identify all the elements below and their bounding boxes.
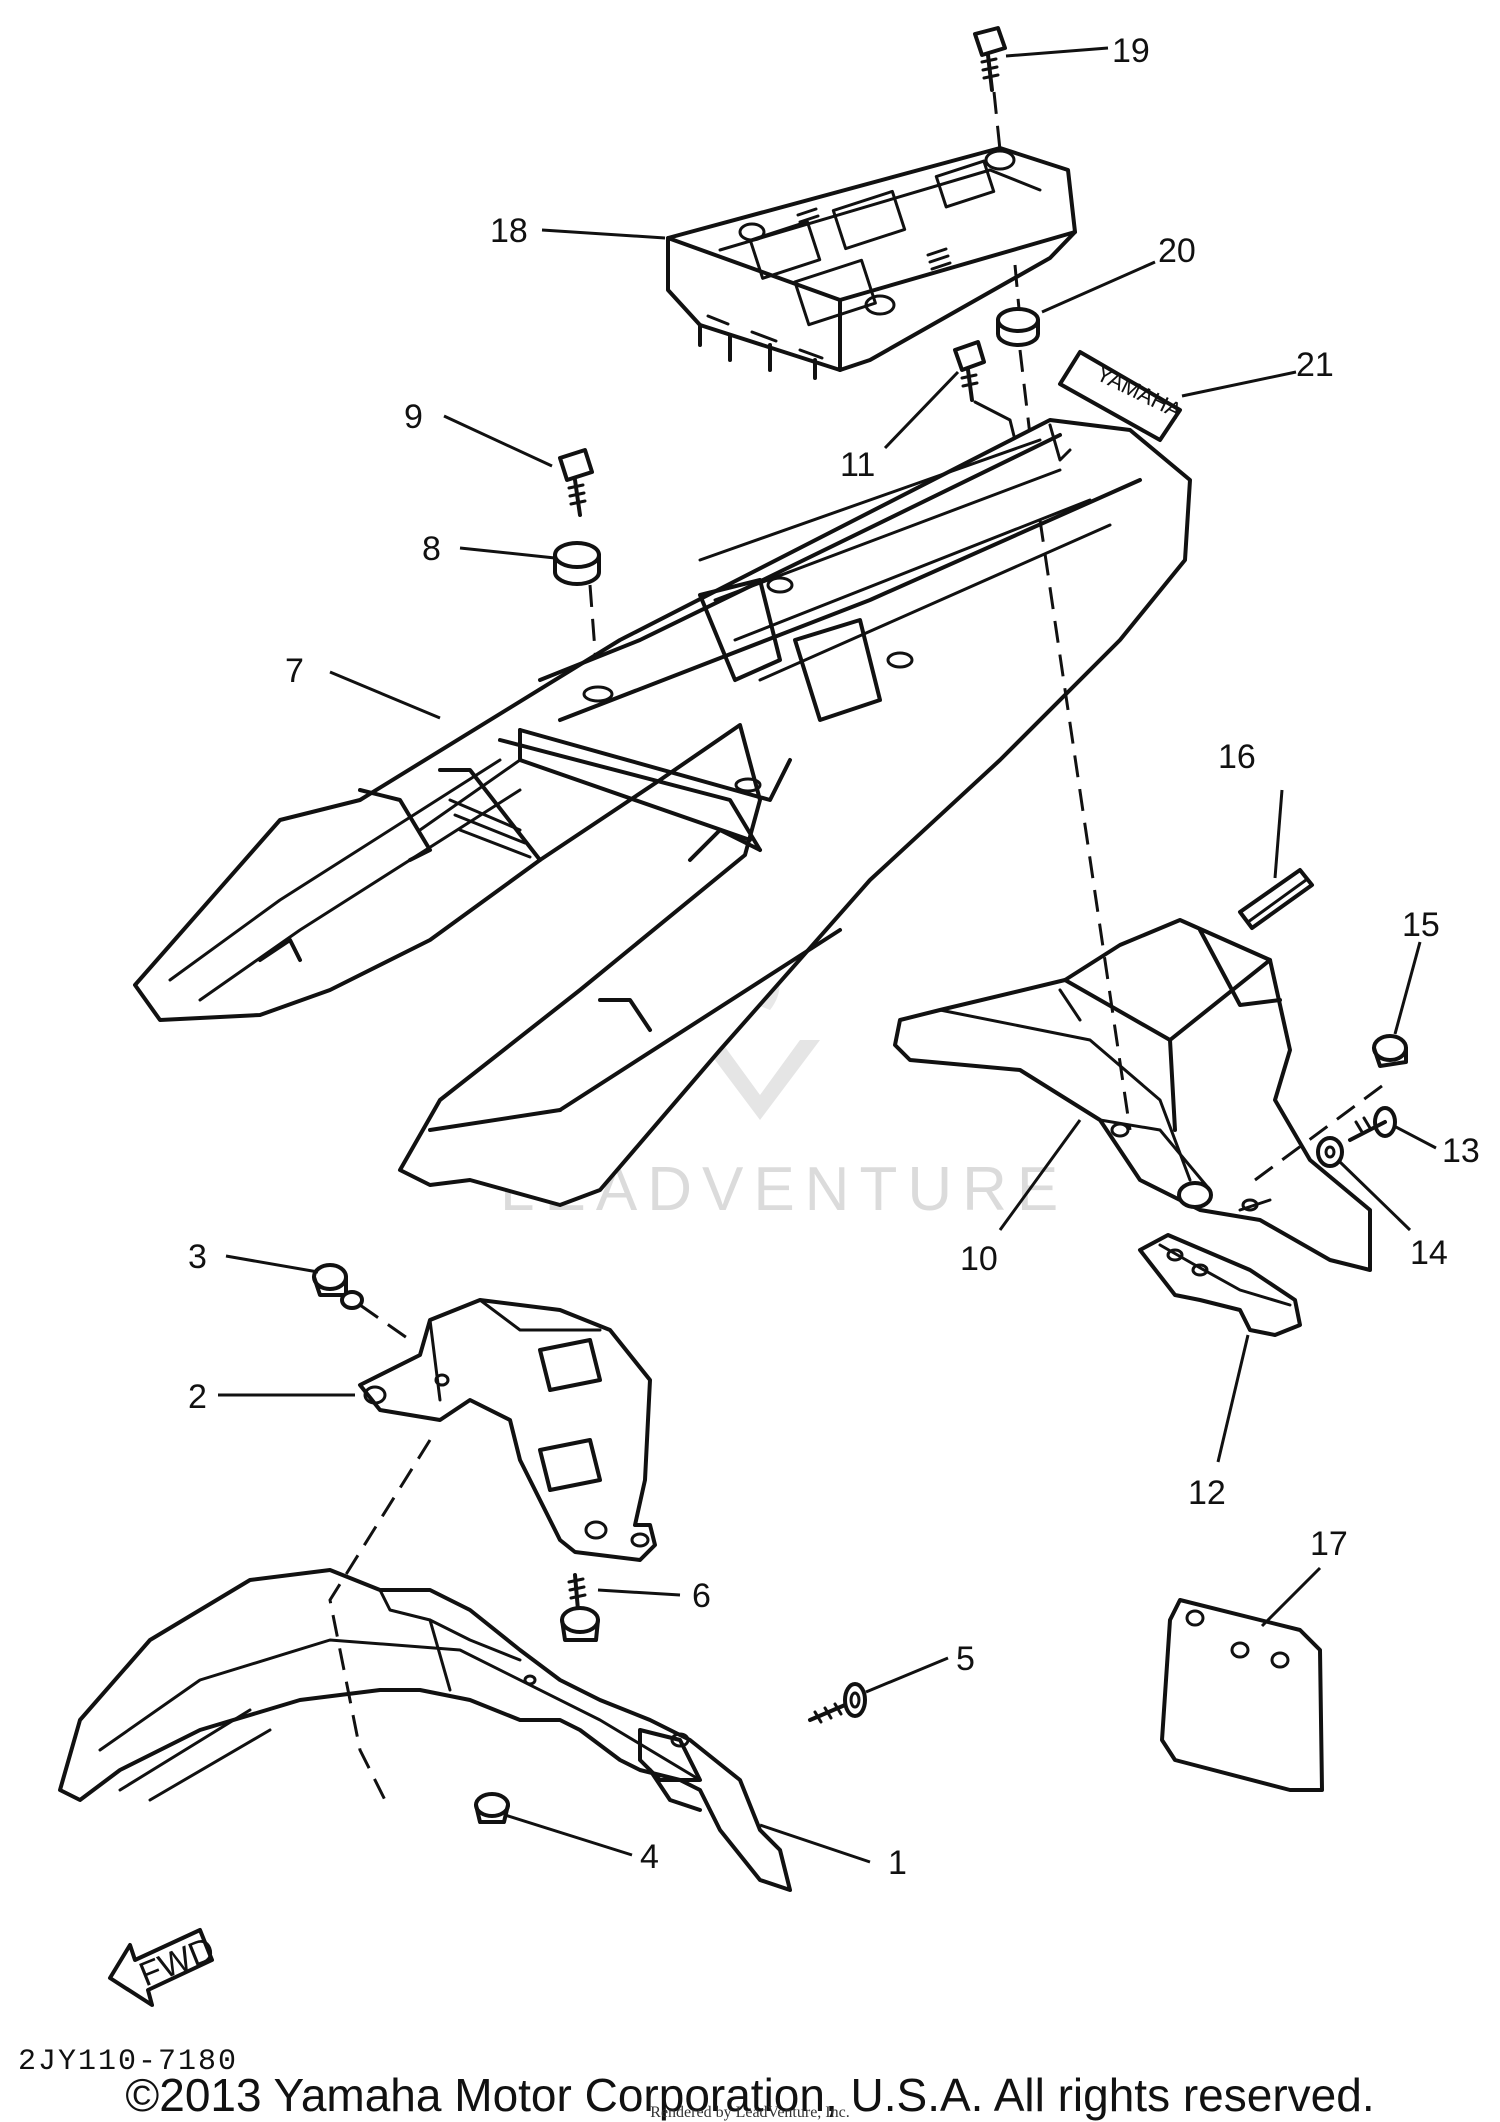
reflector-16 bbox=[1238, 868, 1314, 930]
callout-1: 1 bbox=[888, 1844, 907, 1882]
callout-18: 18 bbox=[490, 212, 528, 250]
screw-13 bbox=[1348, 1106, 1397, 1142]
bracket-2 bbox=[358, 1298, 657, 1562]
callout-3: 3 bbox=[188, 1238, 207, 1276]
nut-15 bbox=[1372, 1034, 1408, 1068]
callout-15: 15 bbox=[1402, 906, 1440, 944]
nut-3 bbox=[312, 1263, 411, 1342]
callout-10: 10 bbox=[960, 1240, 998, 1278]
plate-17 bbox=[1160, 1598, 1324, 1792]
washer-14 bbox=[1316, 1136, 1344, 1168]
screw-5 bbox=[808, 1682, 867, 1724]
callout-11: 11 bbox=[840, 446, 875, 484]
callout-19: 19 bbox=[1112, 32, 1150, 70]
assembly-line bbox=[1254, 1078, 1391, 1182]
callout-4: 4 bbox=[640, 1838, 659, 1876]
rear-cowl bbox=[133, 418, 1192, 1207]
bracket-12 bbox=[1138, 1233, 1302, 1337]
bolt-9 bbox=[558, 448, 594, 517]
callout-20: 20 bbox=[1158, 232, 1196, 270]
callout-9: 9 bbox=[404, 398, 423, 436]
callout-7: 7 bbox=[285, 652, 304, 690]
callout-2: 2 bbox=[188, 1378, 207, 1416]
rendered-by-note: Rendered by LeadVenture, Inc. bbox=[650, 2104, 850, 2121]
diagram-code: 2JY110-7180 bbox=[18, 2045, 239, 2079]
carrier-rack bbox=[666, 146, 1077, 380]
callout-5: 5 bbox=[956, 1640, 975, 1678]
nut-4 bbox=[474, 1792, 510, 1824]
assembly-line bbox=[1038, 519, 1132, 1131]
callout-16: 16 bbox=[1218, 738, 1256, 776]
callout-8: 8 bbox=[422, 530, 441, 568]
fwd-arrow: FWD bbox=[108, 1928, 220, 2007]
front-fender-1 bbox=[58, 1568, 792, 1892]
rear-fender-10 bbox=[893, 918, 1372, 1272]
copyright-notice: ©2013 Yamaha Motor Corporation, U.S.A. A… bbox=[125, 2069, 1375, 2121]
callouts: 1 2 3 4 5 6 7 8 9 10 11 12 13 14 15 16 1 bbox=[188, 32, 1480, 1882]
bolt-19 bbox=[973, 26, 1007, 151]
bolt-6 bbox=[560, 1573, 600, 1642]
callout-14: 14 bbox=[1410, 1234, 1448, 1272]
callout-12: 12 bbox=[1188, 1474, 1226, 1512]
callout-13: 13 bbox=[1442, 1132, 1480, 1170]
callout-6: 6 bbox=[692, 1577, 711, 1615]
callout-17: 17 bbox=[1310, 1525, 1348, 1563]
callout-21: 21 bbox=[1296, 346, 1334, 384]
